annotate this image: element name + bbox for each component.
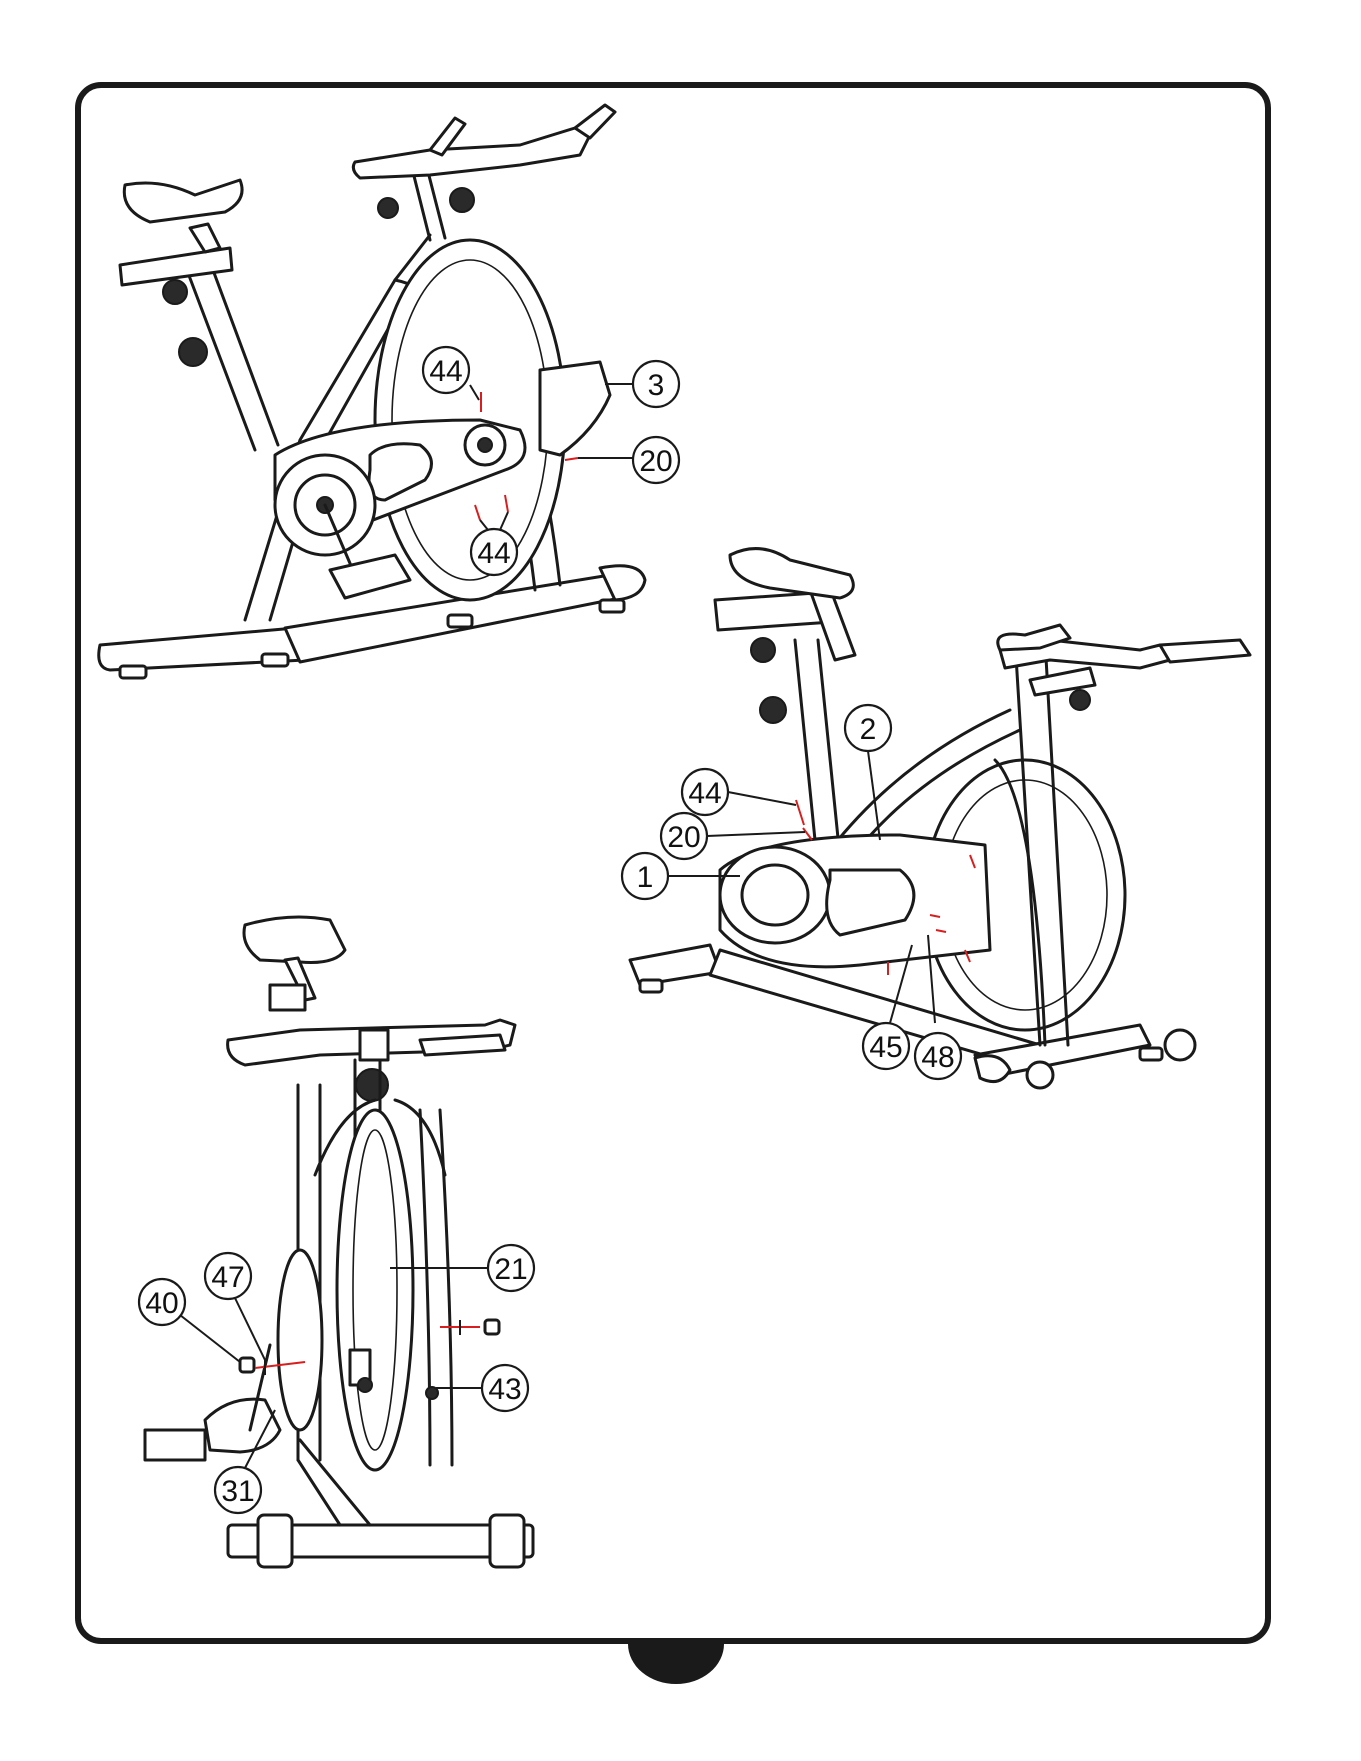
svg-text:3: 3 bbox=[648, 369, 665, 402]
svg-text:20: 20 bbox=[639, 445, 672, 478]
svg-text:21: 21 bbox=[494, 1253, 527, 1286]
svg-text:2: 2 bbox=[860, 713, 877, 746]
svg-text:43: 43 bbox=[488, 1373, 521, 1406]
bike-view-right bbox=[630, 549, 1250, 1088]
svg-text:44: 44 bbox=[477, 537, 510, 570]
callout-47: 47 bbox=[205, 1253, 265, 1360]
svg-text:44: 44 bbox=[429, 355, 462, 388]
svg-text:20: 20 bbox=[667, 821, 700, 854]
svg-text:45: 45 bbox=[869, 1031, 902, 1064]
svg-text:40: 40 bbox=[145, 1287, 178, 1320]
bike-view-bottom-left bbox=[145, 917, 533, 1567]
callout-3: 3 bbox=[605, 361, 679, 407]
svg-text:48: 48 bbox=[921, 1041, 954, 1074]
bike-view-top-left bbox=[99, 105, 645, 678]
callout-44-right: 44 bbox=[682, 769, 796, 815]
svg-text:44: 44 bbox=[688, 777, 721, 810]
callout-20-top: 20 bbox=[578, 437, 679, 483]
svg-text:47: 47 bbox=[211, 1261, 244, 1294]
svg-text:31: 31 bbox=[221, 1475, 254, 1508]
svg-text:1: 1 bbox=[637, 861, 654, 894]
